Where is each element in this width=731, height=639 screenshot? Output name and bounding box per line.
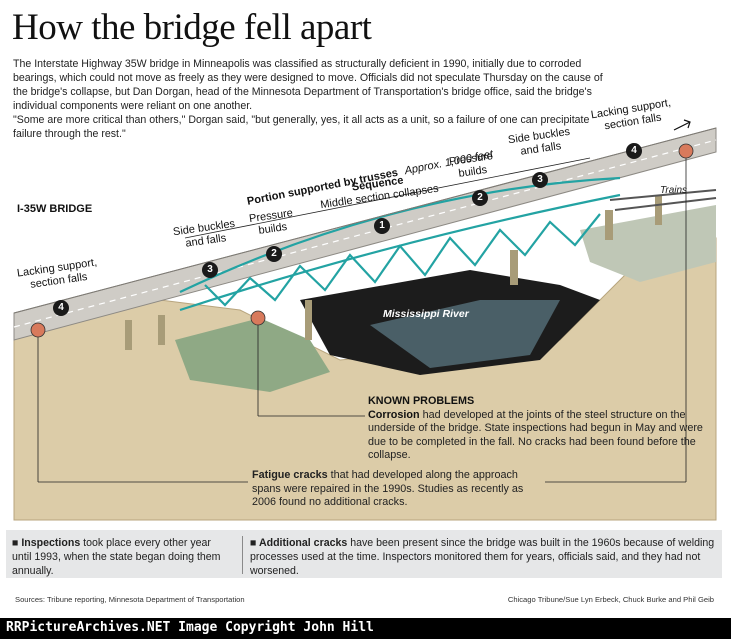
bridge-name: I-35W BRIDGE [17, 203, 93, 215]
notes-divider [242, 536, 243, 574]
fatigue-note: Fatigue cracks that had developed along … [252, 469, 542, 510]
corrosion-note: Corrosion had developed at the joints of… [368, 409, 713, 463]
step3-right-marker: 3 [532, 172, 548, 188]
cracks-text: have been present since the bridge was b… [250, 537, 715, 577]
fatigue-text: that had developed along the approach sp… [252, 469, 524, 508]
known-problems: KNOWN PROBLEMS Corrosion had developed a… [368, 395, 713, 463]
truss [179, 176, 621, 312]
intro-text: The Interstate Highway 35W bridge in Min… [13, 57, 613, 141]
intro-paragraph-1: The Interstate Highway 35W bridge in Min… [13, 58, 603, 112]
credit: Chicago Tribune/Sue Lyn Erbeck, Chuck Bu… [507, 595, 714, 604]
corrosion-text: had developed at the joints of the steel… [368, 408, 703, 462]
cracks-lead: Additional cracks [258, 537, 348, 549]
fatigue-lead: Fatigue cracks [252, 469, 328, 481]
river-debris [370, 300, 560, 368]
marker-middle [250, 310, 266, 326]
inspections-text: took place every other year until 1993, … [12, 537, 221, 577]
step3-left-marker: 3 [202, 262, 218, 278]
bridge-piers [125, 195, 662, 350]
inspections-note: ■ Inspections took place every other yea… [12, 537, 221, 577]
step1-marker: 1 [374, 218, 390, 234]
page-title: How the bridge fell apart [12, 7, 372, 48]
trains-label: Trains [660, 185, 688, 196]
corrosion-lead: Corrosion [368, 408, 420, 421]
known-problems-heading: KNOWN PROBLEMS [368, 395, 475, 407]
north-arrow-icon [673, 119, 691, 131]
sources: Sources: Tribune reporting, Minnesota De… [15, 595, 245, 604]
intro-paragraph-2: "Some are more critical than others," Do… [13, 114, 590, 140]
step2-left-marker: 2 [266, 246, 282, 262]
river-label: Mississippi River [383, 308, 469, 320]
inspections-lead: Inspections [21, 537, 81, 549]
watermark-bar: RRPictureArchives.NET Image Copyright Jo… [0, 618, 731, 639]
railroad [609, 189, 717, 211]
step4-left-marker: 4 [53, 300, 69, 316]
right-bank [580, 205, 716, 282]
watermark-text: RRPictureArchives.NET Image Copyright Jo… [6, 620, 374, 635]
step4-right-marker: 4 [626, 143, 642, 159]
cracks-note: ■ Additional cracks have been present si… [250, 537, 715, 577]
marker-right [678, 143, 694, 159]
park-area [175, 318, 330, 392]
marker-left [30, 322, 46, 338]
notes-bar: ■ Inspections took place every other yea… [6, 530, 722, 578]
step2-right-marker: 2 [472, 190, 488, 206]
